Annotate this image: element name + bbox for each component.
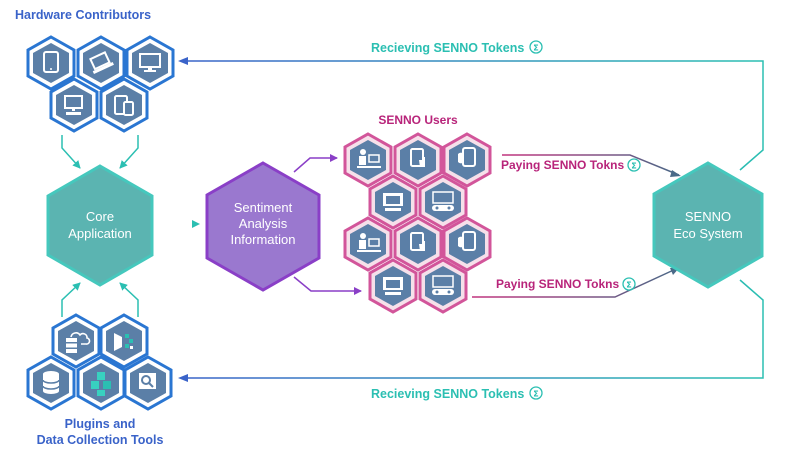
receiving-bottom-arrow — [181, 279, 764, 379]
users-hex-grid-lower — [343, 216, 492, 314]
user-hex-gamepad — [418, 174, 468, 230]
plugins-hex-grid — [26, 313, 173, 411]
receiving-bottom-arrowhead — [178, 374, 188, 382]
cloud-server-icon — [66, 332, 91, 353]
sentiment-to-users-upper-arrow — [293, 154, 338, 173]
hardware-hex-desktop — [49, 77, 99, 133]
user-hex-tablet — [393, 132, 443, 188]
cubes-icon — [91, 372, 111, 396]
plugins-to-core-arrow-left — [61, 282, 81, 317]
token-symbol: Σ — [533, 390, 538, 399]
sentiment-label-line1: Sentiment — [234, 200, 293, 215]
paying-upper-arrow — [502, 154, 680, 176]
tablet-touch-icon — [410, 232, 425, 251]
hardware-hex-grid — [26, 35, 175, 133]
hardware-hex-devices — [99, 77, 149, 133]
monitor-icon — [139, 53, 161, 72]
token-icon-paying-lower: Σ — [622, 277, 636, 291]
phone-icon — [458, 231, 476, 251]
tablet-icon — [43, 51, 59, 73]
receiving-top-label: Recieving SENNO Tokens — [371, 41, 524, 55]
eco-label-line1: SENNO — [685, 209, 731, 224]
hardware-hex-laptop — [76, 35, 126, 91]
senno-eco-system-hex: SENNO Eco System — [652, 161, 764, 289]
plugin-hex-chart — [99, 313, 149, 369]
sentiment-label-line2: Analysis — [239, 216, 288, 231]
users-hex-grid-upper — [343, 132, 492, 230]
paying-upper-arrowhead — [670, 170, 681, 177]
presenter-icon — [383, 277, 403, 295]
core-label-line1: Core — [86, 209, 114, 224]
user-hex-presenter — [368, 174, 418, 230]
receiving-bottom-label: Recieving SENNO Tokens — [371, 387, 524, 401]
chart-icon — [114, 333, 133, 351]
hardware-hex-monitor — [125, 35, 175, 91]
tablet-touch-icon — [410, 148, 425, 167]
paying-upper-label: Paying SENNO Tokns — [501, 158, 624, 172]
plugin-hex-cloud — [51, 313, 101, 369]
plugin-hex-search — [123, 355, 173, 411]
eco-label-line2: Eco System — [673, 226, 742, 241]
presenter-icon — [383, 193, 403, 211]
hardware-to-core-arrow-right — [119, 135, 139, 169]
desk-user-icon — [357, 149, 381, 168]
token-icon-receiving-bottom: Σ — [529, 386, 543, 400]
token-icon-paying-upper: Σ — [627, 158, 641, 172]
plugin-hex-cubes — [76, 355, 126, 411]
paying-lower-label: Paying SENNO Tokns — [496, 277, 619, 291]
laptop-icon — [89, 51, 114, 74]
devices-icon — [114, 95, 134, 116]
magnifier-icon — [139, 373, 156, 389]
core-application-hex: Core Application — [46, 164, 154, 287]
receiving-top-arrowhead — [178, 57, 188, 65]
user-hex-desk — [343, 132, 393, 188]
sentiment-label-line3: Information — [230, 232, 295, 247]
hardware-contributors-title: Hardware Contributors — [15, 8, 151, 22]
token-symbol: Σ — [533, 44, 538, 53]
user-hex-gamepad-2 — [418, 258, 468, 314]
gamepad-icon — [432, 275, 454, 295]
desk-user-icon — [357, 233, 381, 252]
core-to-sentiment-arrowhead — [192, 220, 200, 228]
senno-users-title: SENNO Users — [378, 113, 458, 127]
hardware-hex-tablet — [26, 35, 76, 91]
phone-icon — [458, 147, 476, 167]
user-hex-phone — [442, 132, 492, 188]
hardware-to-core-arrow-left — [61, 135, 81, 169]
user-hex-desk-2 — [343, 216, 393, 272]
user-hex-presenter-2 — [368, 258, 418, 314]
user-hex-tablet-2 — [393, 216, 443, 272]
user-hex-phone-2 — [442, 216, 492, 272]
paying-lower-arrow — [472, 267, 679, 298]
sentiment-to-users-lower-arrow — [293, 276, 362, 295]
database-icon — [42, 371, 60, 394]
token-symbol: Σ — [626, 281, 631, 290]
plugins-title-line2: Data Collection Tools — [37, 433, 164, 447]
desktop-icon — [64, 95, 83, 115]
sentiment-analysis-hex: Sentiment Analysis Information — [205, 161, 321, 292]
token-symbol: Σ — [631, 162, 636, 171]
receiving-top-arrow — [181, 60, 764, 171]
plugins-title-line1: Plugins and — [65, 417, 136, 431]
token-icon-receiving-top: Σ — [529, 40, 543, 54]
core-label-line2: Application — [68, 226, 132, 241]
plugins-to-core-arrow-right — [119, 282, 139, 317]
plugin-hex-database — [26, 355, 76, 411]
gamepad-icon — [432, 191, 454, 211]
